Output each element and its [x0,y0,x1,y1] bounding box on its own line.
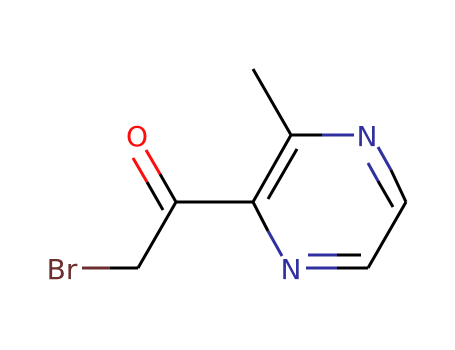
bond-n1-c2-b [251,201,270,232]
nitrogen-bottom-atom-label: N [281,253,302,286]
oxygen-atom-label: O [126,120,148,153]
bond-c2-c3 [251,134,293,203]
bonds [82,68,408,270]
bond-carbonyl-ch2 [136,201,178,269]
bond-c2-c3-inner [266,148,299,200]
bond-n4-c5-b [389,169,408,203]
bond-n4-c5-inner-b [376,180,395,208]
bromine-atom-label: Br [47,253,78,286]
bond-n4-c5-a [376,146,393,171]
bond-co-b [144,149,162,175]
bond-n4-c5-inner-a [366,162,380,182]
bond-co-inner-a [145,181,165,211]
bond-n1-c2-a [266,230,284,257]
nitrogen-top-atom-label: N [357,120,378,153]
bond-co-a [158,173,178,203]
bond-methyl [251,68,293,136]
bond-co-inner-b [131,157,149,183]
bond-c5-c6 [366,201,408,269]
